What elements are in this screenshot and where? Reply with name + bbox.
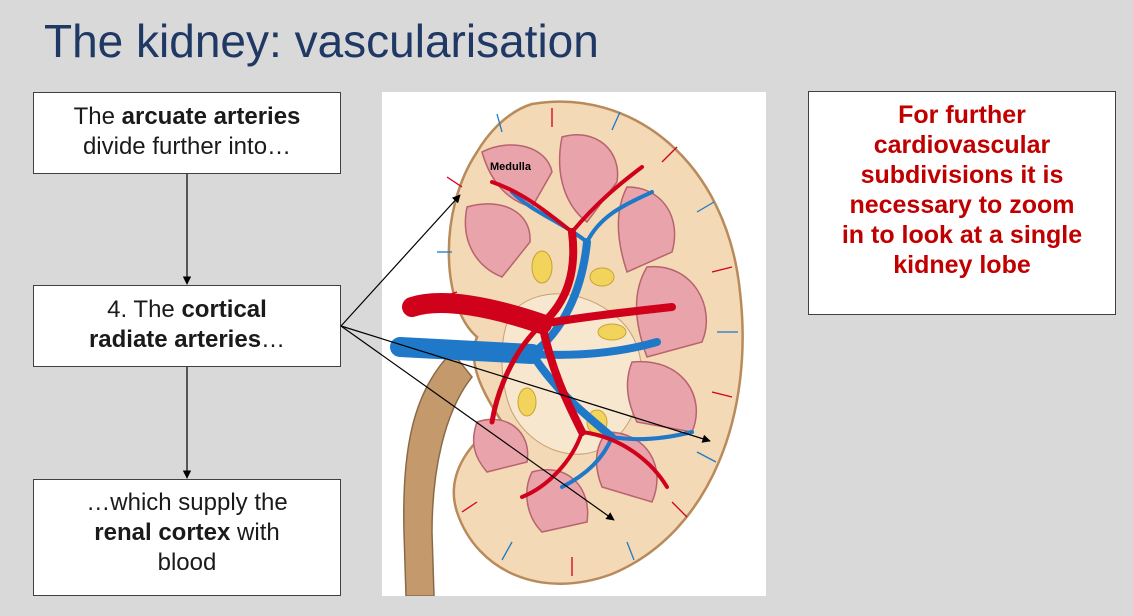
medullary-pyramid [481, 144, 553, 208]
artery-branch [538, 303, 676, 328]
box1-text-1: The [73, 103, 122, 130]
artery-branch [538, 228, 578, 328]
box3-bold-1: renal cortex [94, 519, 231, 546]
fat-deposit [597, 323, 627, 341]
kidney-illustration: Medulla [390, 100, 744, 597]
vein-branch [510, 190, 589, 244]
kidney-diagram: Medulla [382, 92, 766, 597]
fat-deposit [589, 267, 615, 287]
cortical-vessel [711, 391, 733, 398]
note-line: For further [898, 101, 1026, 129]
renal-cortex-box: …which supply the renal cortex with bloo… [33, 479, 341, 596]
note-line: subdivisions it is [860, 161, 1064, 189]
cortical-vessel [711, 266, 733, 273]
fat-deposit [517, 387, 537, 417]
box2-text-2: … [261, 326, 286, 353]
renal-vein [390, 337, 542, 364]
arcuate-arteries-box: The arcuate arteries divide further into… [33, 92, 341, 174]
fat-deposit [531, 250, 553, 284]
artery-branch [490, 180, 574, 234]
cortical-vessel [661, 146, 678, 163]
cortical-vessel [696, 201, 715, 213]
cortical-radiate-arteries-box: 4. The cortical radiate arteries… [33, 285, 341, 367]
medullary-pyramid [464, 203, 531, 278]
note-line: necessary to zoom [849, 191, 1075, 219]
vein-branch [585, 190, 654, 244]
note-line: cardiovascular [873, 131, 1051, 159]
box3-text-1: …which supply the [86, 489, 288, 516]
cortical-vessel [611, 111, 621, 131]
cortical-vessel [696, 451, 717, 463]
box2-bold-1: cortical [181, 296, 267, 323]
note-line: in to look at a single [841, 221, 1083, 249]
box3-text-2: with [230, 519, 280, 546]
medulla-label: Medulla [490, 161, 532, 173]
box2-text-1: 4. The [107, 296, 182, 323]
cortical-vessel [501, 541, 513, 561]
box2-bold-2: radiate arteries [88, 326, 262, 353]
box1-bold-1: arcuate arteries [121, 103, 301, 130]
note-box: For further cardiovascular subdivisions … [808, 91, 1116, 315]
medullary-pyramid [617, 186, 676, 274]
cortical-vessel [671, 501, 688, 518]
box3-text-3: blood [157, 549, 217, 576]
box1-text-2: divide further into… [82, 133, 292, 160]
note-line: kidney lobe [893, 251, 1031, 279]
cortical-vessel [446, 176, 463, 188]
slide-title: The kidney: vascularisation [44, 15, 599, 67]
artery-branch [570, 165, 644, 234]
cortical-vessel [626, 541, 635, 561]
cortical-vessel [496, 113, 503, 133]
